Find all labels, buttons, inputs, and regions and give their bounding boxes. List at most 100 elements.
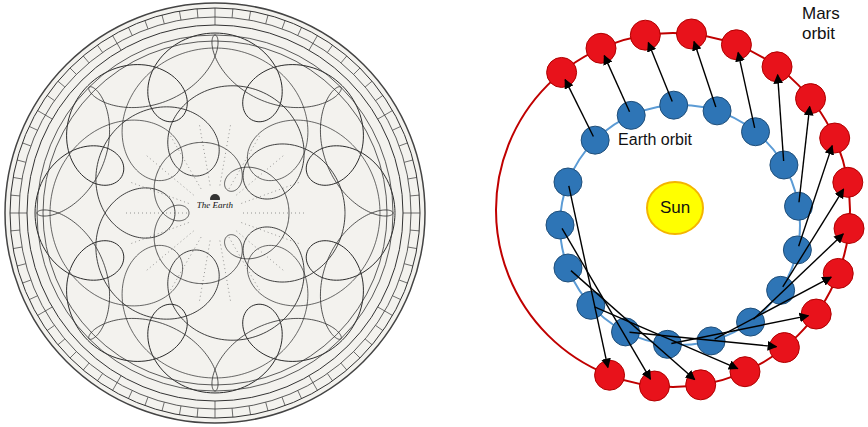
- earth-position: [660, 91, 688, 119]
- band-tick: [70, 68, 76, 74]
- band-tick: [58, 339, 65, 345]
- sight-arrow: [648, 43, 672, 102]
- band-tick: [113, 35, 122, 50]
- band-tick: [282, 397, 285, 405]
- engraving-label: The Earth: [195, 200, 235, 210]
- band-tick: [249, 406, 251, 415]
- sight-arrow: [799, 146, 833, 247]
- band-tick: [341, 363, 347, 370]
- band-tick: [162, 15, 164, 24]
- sight-line: [229, 135, 260, 189]
- band-tick: [410, 195, 419, 197]
- sight-arrow: [778, 75, 784, 161]
- band-tick: [215, 8, 216, 25]
- band-tick: [22, 280, 30, 283]
- mars-position: [630, 20, 660, 50]
- sight-line: [220, 124, 231, 185]
- band-tick: [399, 143, 407, 146]
- mars-position: [820, 123, 850, 153]
- sight-arrow: [738, 53, 755, 128]
- orbit-label: Mars orbit: [800, 4, 852, 43]
- band-tick: [13, 177, 22, 179]
- band-tick: [403, 213, 420, 214]
- sight-line: [199, 241, 210, 302]
- orbit-ring: [37, 35, 393, 391]
- band-tick: [365, 81, 372, 87]
- sight-line: [130, 223, 188, 244]
- band-tick: [341, 56, 347, 63]
- orbit-ring: [43, 41, 387, 385]
- mars-position: [547, 57, 577, 87]
- band-tick: [354, 68, 360, 74]
- band-tick: [10, 213, 27, 214]
- band-tick: [145, 20, 148, 28]
- mars-orbit-line: [496, 33, 850, 387]
- sight-arrow: [671, 316, 808, 344]
- sight-arrow: [565, 80, 593, 137]
- band-tick: [11, 195, 20, 197]
- band-tick: [309, 35, 318, 50]
- band-tick: [354, 352, 360, 358]
- sight-arrow: [715, 277, 832, 339]
- band-tick: [393, 126, 401, 130]
- band-tick: [408, 247, 417, 249]
- band-tick: [399, 280, 407, 283]
- mars-position: [721, 30, 751, 60]
- band-tick: [232, 408, 234, 417]
- band-tick: [11, 230, 20, 232]
- mars-position: [595, 360, 625, 390]
- band-tick: [298, 391, 302, 399]
- band-tick: [83, 56, 89, 63]
- band-tick: [410, 230, 419, 232]
- earth-position: [554, 168, 582, 196]
- sight-arrow: [753, 234, 843, 319]
- band-tick: [58, 81, 65, 87]
- band-tick: [37, 111, 52, 120]
- band-tick: [128, 27, 132, 35]
- band-tick: [376, 95, 383, 100]
- mars-position: [730, 357, 760, 387]
- heliocentric-figure: [496, 19, 864, 401]
- epicycle-loop: [50, 48, 380, 378]
- band-tick: [282, 20, 285, 28]
- band-tick: [145, 397, 148, 405]
- band-tick: [404, 264, 413, 266]
- sight-line: [236, 231, 283, 271]
- mars-position: [801, 299, 831, 329]
- sight-line: [243, 213, 305, 214]
- band-tick: [29, 126, 37, 130]
- sight-arrow: [571, 271, 695, 380]
- sight-arrow: [569, 186, 608, 368]
- earth-position: [581, 126, 609, 154]
- sight-arrow: [783, 189, 844, 287]
- band-tick: [17, 264, 26, 266]
- mars-position: [677, 19, 707, 49]
- sight-line: [220, 241, 231, 302]
- earth-position: [546, 211, 574, 239]
- mars-position: [762, 52, 792, 82]
- orbit-label: Earth orbit: [616, 131, 694, 149]
- band-tick: [378, 111, 393, 120]
- sight-line: [125, 213, 187, 214]
- earth-position: [612, 318, 640, 346]
- sun-disc: [647, 182, 703, 234]
- band-tick: [249, 11, 251, 20]
- band-tick: [162, 402, 164, 411]
- band-tick: [13, 247, 22, 249]
- band-tick: [179, 406, 181, 415]
- band-tick: [378, 307, 393, 316]
- mars-position: [586, 33, 616, 63]
- band-tick: [232, 9, 234, 18]
- sight-arrow: [604, 56, 629, 112]
- band-tick: [47, 325, 54, 330]
- band-tick: [128, 391, 132, 399]
- sight-arrow: [694, 42, 716, 108]
- band-tick: [17, 160, 26, 162]
- band-tick: [376, 325, 383, 330]
- band-tick: [309, 376, 318, 391]
- band-tick: [327, 45, 332, 52]
- node-text: Sun: [646, 198, 704, 218]
